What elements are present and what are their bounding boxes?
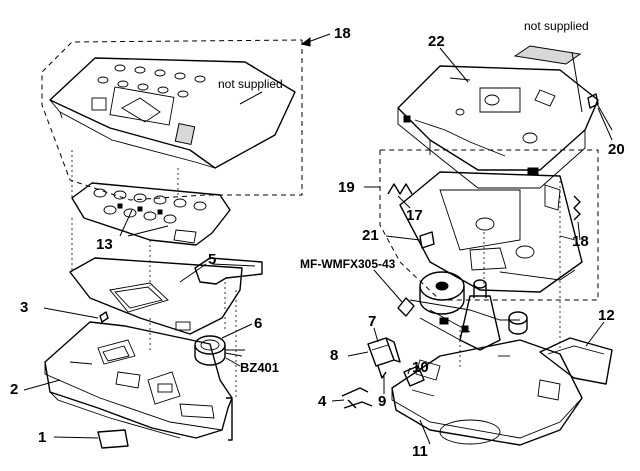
main-circuit-board <box>69 257 263 335</box>
callout-22: 21 <box>362 227 379 244</box>
left-assembly-guides <box>71 150 237 398</box>
callout-3: 3 <box>20 299 28 316</box>
callout-8: 8 <box>330 347 338 364</box>
label-plate <box>97 429 129 449</box>
right-assembly-guides <box>459 176 561 370</box>
clip-22 <box>419 231 435 249</box>
callout-11: 11 <box>412 443 428 460</box>
callout-5: 5 <box>208 251 216 268</box>
screw-small <box>99 311 109 323</box>
callout-15: 18 <box>334 25 351 42</box>
callout-7: 7 <box>368 313 376 330</box>
callout-19: 19 <box>338 179 355 196</box>
mechanism-chassis <box>399 171 583 293</box>
callout-12: 12 <box>598 307 615 324</box>
cover-group-outline <box>41 39 303 201</box>
callout-18: 18 <box>572 233 589 250</box>
mechanism-group-outline <box>379 149 599 301</box>
spring-4 <box>341 387 373 409</box>
buzzer-ref: BZ401 <box>240 360 279 375</box>
note-not-supplied-right: not supplied <box>524 19 589 33</box>
callout-20: 20 <box>608 141 625 158</box>
callout-2: 2 <box>10 381 18 398</box>
buzzer <box>194 335 245 366</box>
bottom-case <box>44 321 233 441</box>
callout-9: 9 <box>378 393 386 410</box>
callout-13: 13 <box>96 236 113 253</box>
spring-18 <box>573 195 581 221</box>
leader-lines <box>23 33 613 445</box>
head-block <box>367 337 401 379</box>
motor-assembly <box>397 269 576 351</box>
callout-10: 10 <box>412 359 429 376</box>
battery-cover <box>539 337 613 385</box>
top-cover <box>49 57 296 169</box>
keypad-sheet <box>71 182 231 246</box>
spring-17 <box>387 183 413 195</box>
note-not-supplied-left: not supplied <box>218 77 283 91</box>
sticker-not-supplied <box>513 45 583 113</box>
callout-21: 22 <box>428 33 445 50</box>
callout-6: 6 <box>254 315 262 332</box>
callout-4: 4 <box>318 393 327 410</box>
screw-20 <box>587 93 613 131</box>
callout-17: 17 <box>406 207 423 224</box>
mechanism-top-frame <box>397 65 599 189</box>
rear-case <box>391 339 583 446</box>
callout-labels: 18 not supplied 13 5 3 6 BZ401 2 1 22 no… <box>10 19 625 460</box>
lever-10 <box>403 365 425 387</box>
motor-ref: MF-WMFX305-43 <box>300 257 396 271</box>
callout-1: 1 <box>38 429 46 446</box>
